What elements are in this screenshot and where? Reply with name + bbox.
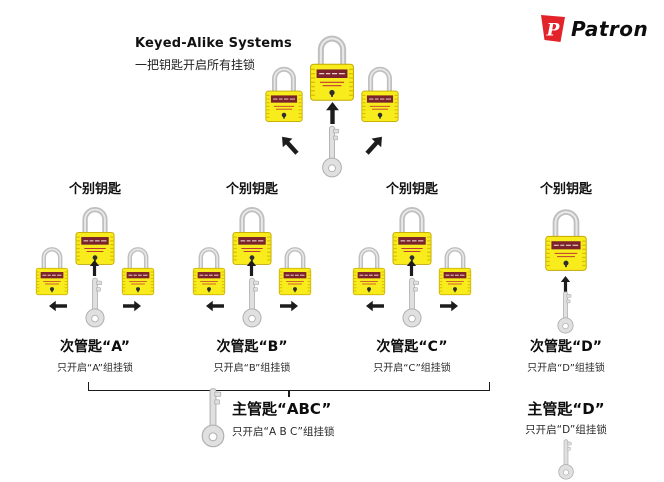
- arrow-left-icon: [206, 300, 224, 312]
- key-group-b: 个别钥匙 次管匙“B” 只开启“B”组挂锁: [172, 178, 332, 382]
- arrow-left-icon: [366, 300, 384, 312]
- padlock-icon: [119, 243, 157, 296]
- arrow-up-icon: [406, 260, 417, 276]
- padlock-icon: [33, 243, 71, 296]
- key-icon: [240, 276, 264, 328]
- padlock-icon: [436, 243, 474, 296]
- master-key-label: 主管匙“D”: [527, 400, 605, 418]
- arrow-right-icon: [440, 300, 458, 312]
- arrow-up-icon: [89, 260, 100, 276]
- key-icon: [400, 276, 424, 328]
- arrow-up-right-icon: [361, 131, 388, 159]
- padlock-icon: [541, 204, 591, 272]
- submaster-key-note: 只开启“A”组挂锁: [57, 363, 133, 374]
- individual-keys-label: 个别钥匙: [385, 182, 438, 197]
- key-group-d: 个别钥匙 次管匙“D” 只开启“D”组挂锁: [486, 178, 646, 382]
- submaster-key-label: 次管匙“B”: [216, 339, 288, 355]
- patron-monogram: P: [546, 21, 561, 41]
- padlock-icon: [229, 202, 275, 266]
- individual-keys-label: 个别钥匙: [539, 182, 592, 197]
- master-key-note: 只开启“A B C”组挂锁: [232, 426, 335, 438]
- master-key-icon: [319, 124, 345, 178]
- submaster-key-label: 次管匙“D”: [529, 339, 603, 355]
- padlock-icon: [350, 243, 388, 296]
- submaster-key-note: 只开启“C”组挂锁: [373, 363, 451, 374]
- key-group-a: 个别钥匙 次管匙“A” 只开启“A”组挂锁: [15, 178, 175, 382]
- diagram-subtitle: 一把钥匙开启所有挂锁: [135, 58, 256, 72]
- arrow-left-icon: [49, 300, 67, 312]
- submaster-key-note: 只开启“B”组挂锁: [213, 363, 291, 374]
- master-key-label: 主管匙“ABC”: [232, 400, 332, 418]
- master-key-note: 只开启“D”组挂锁: [525, 424, 607, 436]
- bracket-stem: [288, 391, 290, 397]
- padlock-icon: [262, 62, 306, 123]
- arrow-right-icon: [280, 300, 298, 312]
- brand-name: Patron: [571, 17, 649, 41]
- padlock-icon: [276, 243, 314, 296]
- patron-shield-icon: P: [541, 15, 565, 42]
- diagram-title: Keyed-Alike Systems: [135, 36, 292, 51]
- group-bracket: [88, 382, 490, 391]
- keyed-alike-cluster: [240, 28, 425, 180]
- padlock-icon: [389, 202, 435, 266]
- padlock-icon: [72, 202, 118, 266]
- individual-keys-label: 个别钥匙: [68, 182, 121, 197]
- master-key-icon: [198, 386, 228, 448]
- brand-logo: P Patron: [538, 14, 648, 44]
- submaster-key-label: 次管匙“C”: [376, 339, 448, 355]
- key-icon: [554, 290, 577, 334]
- submaster-key-label: 次管匙“A”: [60, 339, 130, 355]
- diagram-title-block: Keyed-Alike Systems 一把钥匙开启所有挂锁: [135, 36, 292, 73]
- arrow-up-icon: [326, 102, 339, 124]
- arrow-right-icon: [123, 300, 141, 312]
- individual-keys-label: 个别钥匙: [225, 182, 278, 197]
- master-key-icon: [555, 438, 577, 480]
- padlock-icon: [358, 62, 402, 123]
- key-icon: [83, 276, 107, 328]
- arrow-up-icon: [246, 260, 257, 276]
- padlock-icon: [190, 243, 228, 296]
- padlock-icon: [306, 30, 358, 102]
- key-group-c: 个别钥匙 次管匙“C” 只开启“C”组挂锁: [332, 178, 492, 382]
- arrow-up-left-icon: [276, 131, 303, 159]
- submaster-key-note: 只开启“D”组挂锁: [527, 363, 605, 374]
